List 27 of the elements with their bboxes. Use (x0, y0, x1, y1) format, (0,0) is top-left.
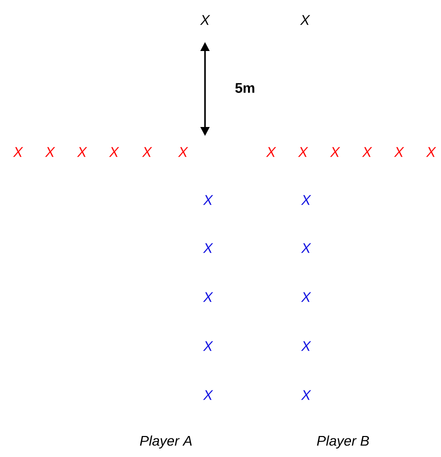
x-mark: X (203, 341, 214, 351)
distance-label: 5m (235, 83, 254, 93)
x-mark: X (330, 147, 340, 157)
x-mark: X (142, 147, 152, 157)
x-mark: X (203, 243, 214, 253)
x-mark: X (266, 147, 276, 157)
x-mark: X (301, 195, 312, 205)
x-mark: X (301, 341, 312, 351)
x-mark: X (301, 243, 312, 253)
x-mark: X (301, 390, 312, 400)
x-mark: X (301, 292, 312, 302)
x-mark: X (300, 15, 310, 25)
player-label: Player A (140, 435, 192, 449)
x-mark: X (200, 15, 210, 25)
x-mark: X (45, 147, 56, 157)
x-mark: X (109, 147, 120, 157)
player-label: Player B (316, 435, 369, 449)
x-mark: X (13, 147, 24, 157)
x-mark: X (394, 147, 404, 157)
x-mark: X (203, 195, 214, 205)
x-mark: X (362, 147, 372, 157)
x-mark: X (203, 390, 214, 400)
x-mark: X (203, 292, 214, 302)
x-mark: X (178, 147, 188, 157)
x-mark: X (77, 147, 88, 157)
x-mark: X (426, 147, 436, 157)
x-mark: X (298, 147, 308, 157)
